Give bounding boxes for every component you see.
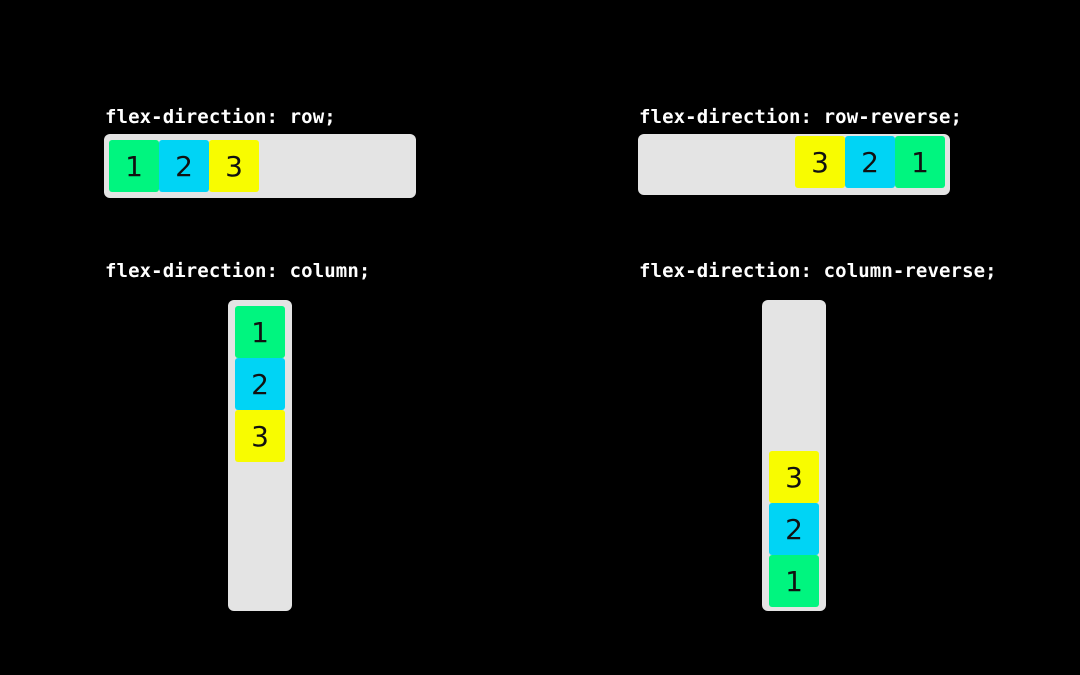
label-flex-direction-row-reverse: flex-direction: row-reverse; [639,106,963,128]
flex-item-3: 3 [235,410,285,462]
flex-container-column-reverse: 1 2 3 [762,300,826,611]
flex-item-1: 1 [109,140,159,192]
flex-container-column: 1 2 3 [228,300,292,611]
flex-item-3: 3 [769,451,819,503]
label-flex-direction-column-reverse: flex-direction: column-reverse; [639,260,997,282]
label-flex-direction-column: flex-direction: column; [105,260,371,282]
label-flex-direction-row: flex-direction: row; [105,106,336,128]
flex-container-row: 1 2 3 [104,134,416,198]
flex-item-1: 1 [769,555,819,607]
flex-item-3: 3 [209,140,259,192]
flex-item-2: 2 [845,136,895,188]
flex-item-1: 1 [895,136,945,188]
flex-container-row-reverse: 1 2 3 [638,134,950,195]
flex-item-1: 1 [235,306,285,358]
flex-item-2: 2 [235,358,285,410]
flex-item-2: 2 [159,140,209,192]
flex-item-3: 3 [795,136,845,188]
flex-item-2: 2 [769,503,819,555]
